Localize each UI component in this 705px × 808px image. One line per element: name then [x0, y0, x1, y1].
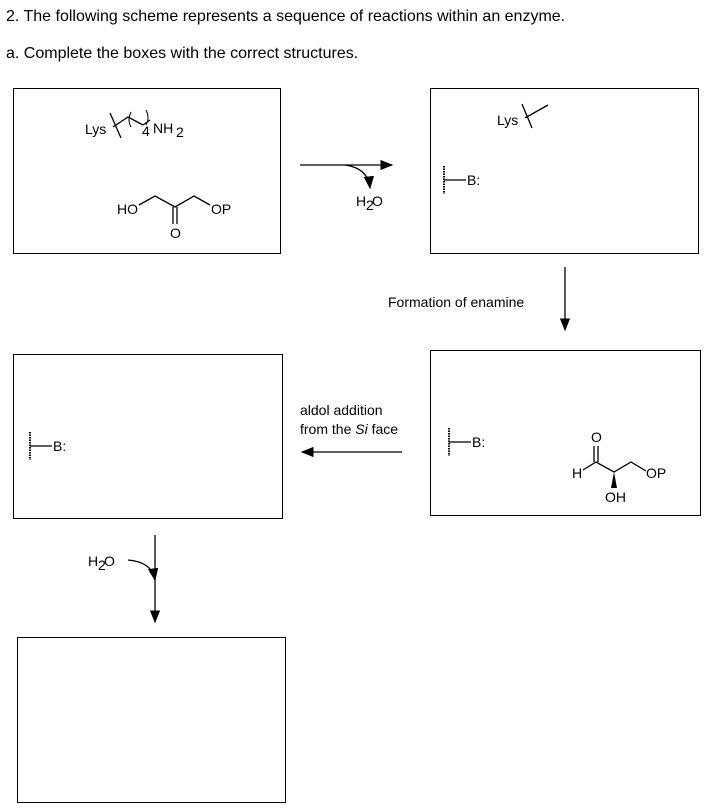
- box-5-final-product[interactable]: [17, 637, 286, 803]
- enzyme-base: B:: [448, 428, 485, 456]
- box-4-aldol-product[interactable]: [13, 354, 283, 519]
- amine-label: NH: [153, 120, 173, 136]
- dhap-structure: HO O OP: [117, 195, 231, 241]
- svg-text:O: O: [170, 225, 181, 241]
- svg-text:Lys: Lys: [497, 112, 518, 128]
- svg-text:aldol addition: aldol addition: [300, 402, 383, 418]
- svg-text:OP: OP: [211, 201, 231, 217]
- box-2-imine[interactable]: [430, 88, 699, 254]
- enamine-label: Formation of enamine: [388, 294, 524, 310]
- glyceraldehyde-3-phosphate: O H OP OH: [572, 429, 666, 505]
- water-loss-arrow: [344, 164, 375, 190]
- repeat-count: 4: [142, 123, 150, 139]
- svg-text:2: 2: [98, 557, 106, 573]
- svg-text:OP: OP: [646, 465, 666, 481]
- svg-text:B:: B:: [53, 438, 66, 454]
- svg-text:B:: B:: [472, 434, 485, 450]
- water-addition-arrow: [127, 559, 159, 582]
- box-3-enamine[interactable]: [430, 350, 701, 516]
- box-1-reactants[interactable]: [13, 88, 281, 254]
- svg-text:2: 2: [176, 124, 184, 140]
- svg-text:B:: B:: [467, 172, 480, 188]
- svg-text:H: H: [356, 193, 366, 209]
- enzyme-base: B:: [443, 166, 480, 194]
- enzyme-base: B:: [29, 432, 66, 460]
- svg-text:H: H: [572, 465, 582, 481]
- svg-text:O: O: [591, 429, 602, 445]
- svg-text:O: O: [372, 193, 383, 209]
- svg-text:H: H: [88, 553, 98, 569]
- lys-fragment: Lys: [497, 103, 549, 129]
- svg-text:OH: OH: [605, 489, 626, 505]
- svg-text:from the Si face: from the Si face: [300, 421, 398, 437]
- lys-label: Lys: [85, 121, 106, 137]
- question-title: 2. The following scheme represents a seq…: [6, 8, 566, 25]
- svg-text:2: 2: [366, 197, 374, 213]
- svg-text:HO: HO: [117, 201, 138, 217]
- svg-text:O: O: [104, 553, 115, 569]
- question-part-a: a. Complete the boxes with the correct s…: [6, 45, 359, 62]
- lysine-structure: Lys 4 NH 2: [85, 109, 184, 140]
